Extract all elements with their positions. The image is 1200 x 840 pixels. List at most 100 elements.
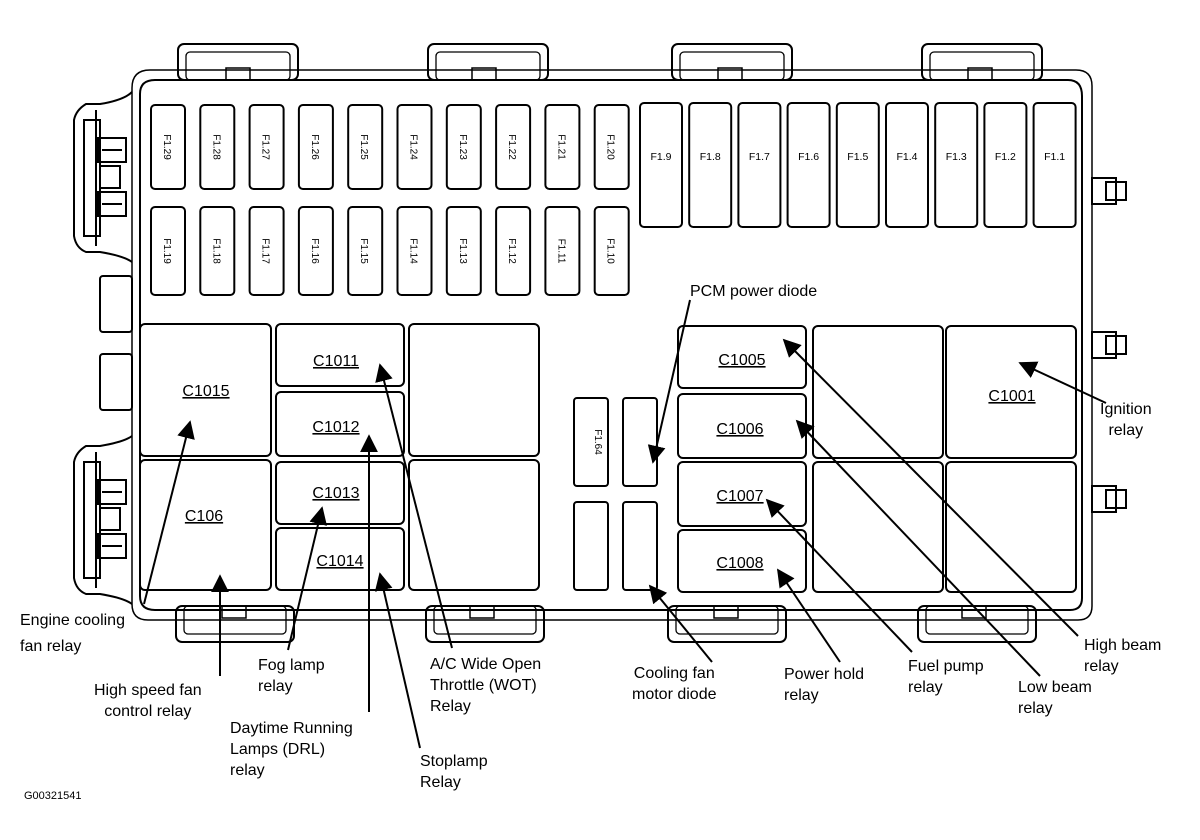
fuse-f1-7	[737, 102, 782, 228]
fuse-label: F1.64	[592, 429, 603, 455]
leader-ignition-relay	[1018, 361, 1107, 404]
fuse-f1-29	[150, 104, 186, 190]
relay-code: C1007	[716, 488, 763, 505]
empty-relay-slot	[812, 461, 944, 593]
left-connector-upper	[73, 91, 133, 263]
fuse-f1-64-box	[573, 397, 609, 487]
fuse-label: F1.22	[506, 134, 517, 160]
fuse-label: F1.19	[161, 238, 172, 264]
fuse-label: F1.21	[555, 134, 566, 160]
fuse-f1-23	[445, 104, 482, 190]
fuse-f1-28	[199, 104, 236, 190]
right-clip	[1091, 331, 1117, 359]
top-tab	[177, 43, 299, 81]
leader-low-beam	[795, 419, 1041, 677]
fuse-label: F1.2	[995, 151, 1016, 163]
fuse-label: F1.17	[260, 238, 271, 264]
relay-c1013-box	[275, 461, 405, 525]
fuse-label: F1.16	[309, 238, 320, 264]
top-tab	[427, 43, 549, 81]
right-clip	[1091, 177, 1117, 205]
relay-c1001-box	[945, 325, 1077, 459]
left-bump	[99, 353, 133, 411]
fuse-label: F1.18	[210, 238, 221, 264]
fuse-label: F1.3	[946, 151, 967, 163]
relay-c1008-box	[677, 529, 807, 593]
fuse-f1-22	[495, 104, 532, 190]
fuse-f1-1	[1032, 102, 1077, 228]
label-high-speed-fan-relay: High speed fan control relay	[94, 682, 202, 720]
fuse-f1-25	[347, 104, 384, 190]
empty-relay-slot	[408, 323, 540, 457]
housing-outline-outer	[131, 69, 1093, 621]
relay-c1011-box	[275, 323, 405, 387]
fuse-label: F1.8	[700, 151, 721, 163]
fuse-f1-26	[297, 104, 334, 190]
leader-pcm-power-diode	[647, 299, 691, 464]
fuse-label: F1.29	[161, 134, 172, 160]
fuse-label: F1.24	[408, 134, 419, 160]
label-pcm-power-diode: PCM power diode	[690, 283, 818, 300]
fuse-f1-18	[199, 206, 236, 296]
fuse-label: F1.10	[605, 238, 616, 264]
leader-high-beam	[782, 338, 1079, 637]
fuse-f1-19	[150, 206, 186, 296]
fuse-f1-17	[248, 206, 285, 296]
figure-code: G00321541	[24, 790, 82, 802]
label-high-beam-relay: High beam relay	[1084, 637, 1162, 675]
relay-code: C1005	[718, 352, 765, 369]
label-drl-relay: Daytime Running Lamps (DRL) relay	[230, 720, 353, 779]
fuse-label: F1.1	[1044, 151, 1065, 163]
fuse-label: F1.9	[650, 151, 671, 163]
relay-code: C1013	[312, 485, 359, 502]
relay-code: C106	[185, 508, 223, 525]
fuse-f1-3	[934, 102, 979, 228]
label-power-hold-relay: Power hold relay	[784, 666, 865, 704]
pcm-power-diode-slot	[622, 397, 658, 487]
fuse-f1-4	[885, 102, 929, 228]
fuse-f1-9	[639, 102, 683, 228]
fuse-f1-13	[445, 206, 482, 296]
fuse-label: F1.23	[457, 134, 468, 160]
label-low-beam-relay: Low beam relay	[1018, 679, 1092, 717]
leader-engine-cooling-fan	[143, 420, 195, 605]
label-fuel-pump-relay: Fuel pump relay	[908, 658, 984, 696]
fuse-f1-12	[495, 206, 532, 296]
bottom-tab	[175, 605, 295, 643]
fuse-label: F1.7	[749, 151, 770, 163]
empty-relay-slot	[945, 461, 1077, 593]
relay-code: C1012	[312, 419, 359, 436]
fuse-label: F1.6	[798, 151, 819, 163]
fuse-f1-8	[688, 102, 733, 228]
relay-c1015-box	[139, 323, 272, 457]
empty-relay-slot	[812, 325, 944, 459]
leader-ac-wot	[375, 363, 453, 649]
fuse-label: F1.27	[260, 134, 271, 160]
fuse-label: F1.11	[555, 239, 566, 264]
relay-code: C1011	[313, 353, 359, 370]
fuse-f1-11	[544, 206, 581, 296]
fuse-f1-27	[248, 104, 285, 190]
top-tab	[921, 43, 1043, 81]
leader-stoplamp	[374, 572, 421, 749]
fuse-f1-21	[544, 104, 581, 190]
fuse-label: F1.14	[408, 238, 419, 264]
fuse-label: F1.26	[309, 134, 320, 160]
empty-relay-slot	[408, 459, 540, 591]
label-engine-cooling-fan-relay: Engine cooling fan relay	[20, 612, 125, 655]
fuse-label: F1.4	[896, 151, 917, 163]
leader-fog-lamp	[287, 506, 327, 651]
left-connector-lower	[73, 435, 133, 605]
fuse-f1-15	[347, 206, 384, 296]
fuse-label: F1.15	[358, 238, 369, 264]
cooling-fan-motor-diode-slot	[622, 501, 658, 591]
fuse-f1-5	[835, 102, 880, 228]
top-tab	[671, 43, 793, 81]
empty-slot	[573, 501, 609, 591]
fuse-f1-14	[396, 206, 433, 296]
relay-code: C1015	[182, 383, 229, 400]
fuse-f1-2	[983, 102, 1028, 228]
leader-fuel-pump	[765, 498, 913, 653]
fuse-f1-6	[786, 102, 831, 228]
